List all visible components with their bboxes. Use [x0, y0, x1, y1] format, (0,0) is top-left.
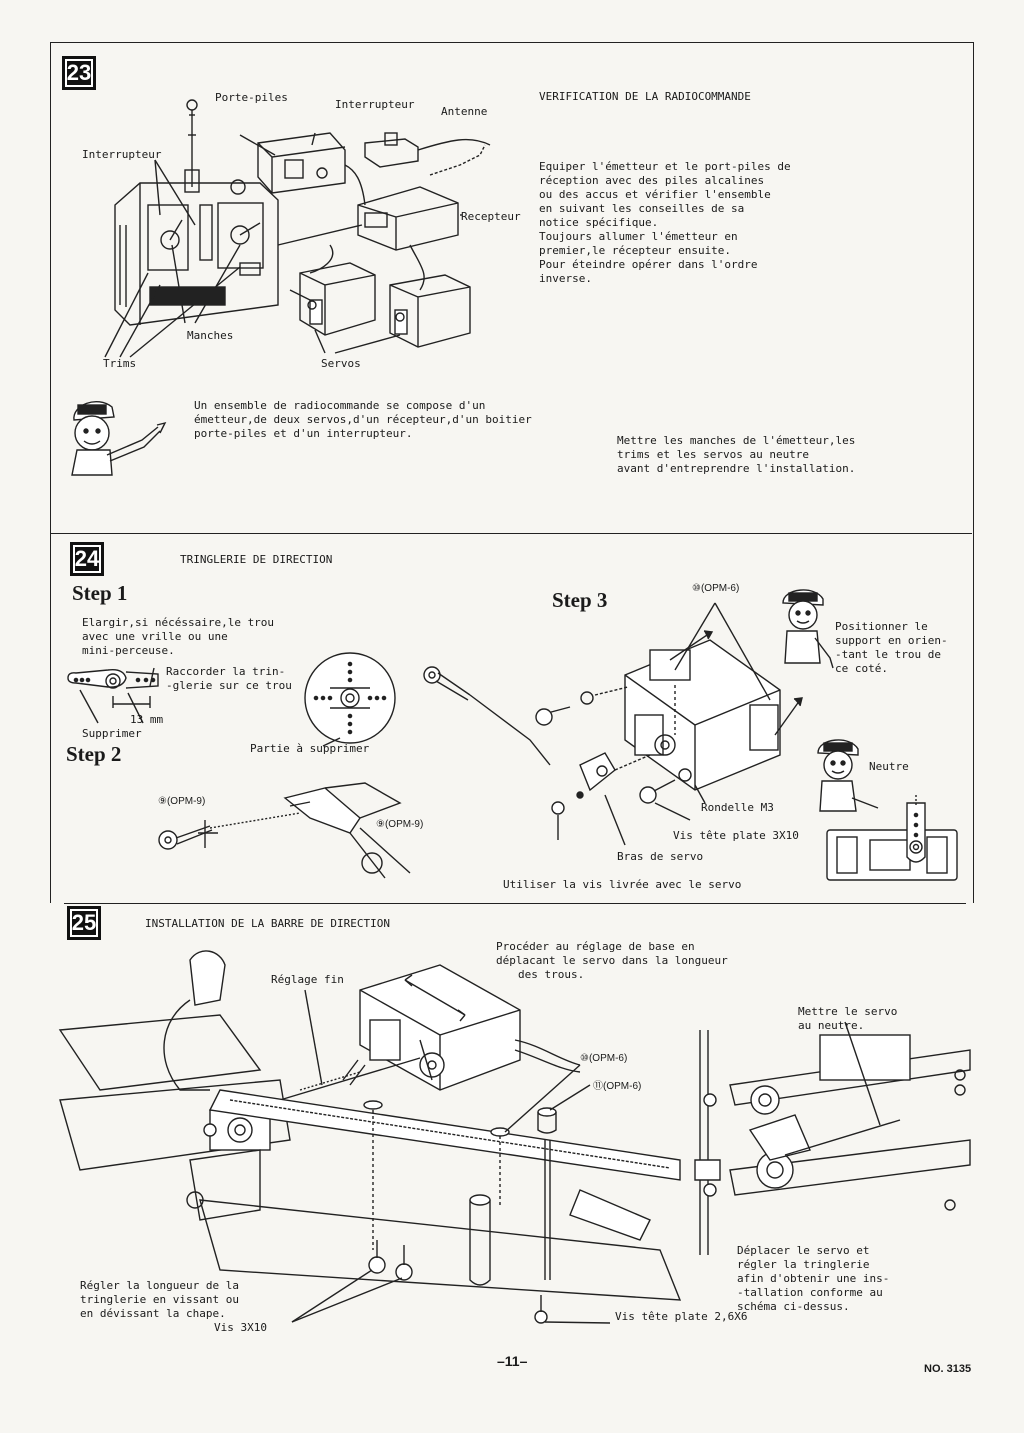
servo-neutral-diagram — [826, 795, 958, 881]
step1-line: Elargir,si nécéssaire,le trou — [82, 616, 275, 629]
label-vis-2-6x6: Vis tête plate 2,6X6 — [615, 1310, 748, 1323]
step1-heading: Step 1 — [72, 581, 128, 605]
raccorder-text: Raccorder la trin- -glerie sur ce trou — [166, 665, 292, 693]
label-interrupteur-top: Interrupteur — [335, 98, 415, 111]
step1-line: mini-perceuse. — [82, 644, 175, 657]
label-bras-servo: Bras de servo — [617, 850, 704, 863]
neutral-line: avant d'entreprendre l'installation. — [617, 462, 856, 475]
section-number-23: 23 — [62, 56, 96, 90]
step3-heading: Step 3 — [552, 588, 608, 612]
label-interrupteur-left: Interrupteur — [82, 148, 162, 161]
instructions-23: Equiper l'émetteur et le port-piles de r… — [539, 160, 813, 286]
part-label-101: ⑩(OPM-6) — [580, 1053, 628, 1064]
label-manches: Manches — [187, 329, 234, 342]
raccorder-line: -glerie sur ce trou — [166, 679, 292, 692]
page-number: –11– — [497, 1353, 528, 1369]
proceder-line: des trous. — [518, 968, 585, 981]
label-antenne: Antenne — [441, 105, 488, 118]
positionner-line: -tant le trou de — [835, 648, 941, 661]
note-line: Un ensemble de radiocommande se compose … — [194, 399, 486, 412]
label-porte-piles: Porte-piles — [215, 91, 288, 104]
note-23: Un ensemble de radiocommande se compose … — [194, 399, 575, 441]
label-reglage-fin: Réglage fin — [271, 973, 344, 986]
neutral-line: trims et les servos au neutre — [617, 448, 810, 461]
document-code: NO. 3135 — [924, 1363, 972, 1375]
instr-line: Pour éteindre opérer dans l'ordre — [539, 258, 758, 271]
part-100-code: (OPM-6) — [700, 583, 740, 594]
label-servos: Servos — [321, 357, 361, 370]
regler-line: en dévissant la chape. — [80, 1307, 226, 1320]
deplacer-line: afin d'obtenir une ins- — [737, 1272, 890, 1285]
positionner-line: ce coté. — [835, 662, 888, 675]
part-91-code: (OPM-9) — [166, 796, 206, 807]
instr-line: Equiper l'émetteur et le port-piles de — [539, 160, 791, 173]
step2-illustration — [158, 782, 411, 879]
positionner-line: Positionner le — [835, 620, 928, 633]
part-99-code: (OPM-9) — [384, 819, 424, 830]
instr-line: Toujours allumer l'émetteur en — [539, 230, 738, 243]
neutral-note-23: Mettre les manches de l'émetteur,les tri… — [617, 434, 878, 476]
label-partie-supprimer: Partie à supprimer — [250, 742, 370, 755]
divider-23-24 — [50, 533, 972, 534]
part-111-code: (OPM-6) — [603, 1081, 642, 1092]
step2-heading: Step 2 — [66, 742, 122, 766]
note-line: émetteur,de deux servos,d'un récepteur,d… — [194, 413, 532, 426]
label-vis-3x10: Vis 3X10 — [214, 1321, 267, 1334]
regler-line: tringlerie en vissant ou — [80, 1293, 239, 1306]
proceder-line: déplacant le servo dans la longueur — [496, 954, 728, 967]
section-title-23: VERIFICATION DE LA RADIOCOMMANDE — [539, 90, 751, 103]
label-supprimer: Supprimer — [82, 727, 142, 740]
radio-system-illustration — [104, 99, 491, 358]
deplacer-line: schéma ci-dessus. — [737, 1300, 850, 1313]
label-utiliser: Utiliser la vis livrée avec le servo — [503, 878, 742, 891]
instr-line: notice spécifique. — [539, 216, 659, 229]
instr-line: inverse. — [539, 272, 592, 285]
instr-line: ou des accus et vérifier l'ensemble — [539, 188, 771, 201]
label-trims: Trims — [103, 357, 137, 370]
servo-arm-step1-illustration — [67, 652, 396, 747]
section-number-24: 24 — [70, 542, 104, 576]
mascot-pointing-icon — [71, 401, 167, 476]
positionner-line: support en orien- — [835, 634, 948, 647]
raccorder-line: Raccorder la trin- — [166, 665, 286, 678]
mascot-neutre-icon — [817, 739, 879, 812]
steering-assembly-illustration — [58, 950, 682, 1324]
proceder-line: Procéder au réglage de base en — [496, 940, 695, 953]
section-title-25: INSTALLATION DE LA BARRE DE DIRECTION — [145, 917, 391, 930]
instr-line: en suivant les conseilles de sa — [539, 202, 745, 215]
deplacer-text: Déplacer le servo et régler la tringleri… — [737, 1244, 889, 1314]
label-neutre: Neutre — [869, 760, 909, 773]
part-label-100: ⑩(OPM-6) — [692, 583, 740, 594]
divider-24-25 — [64, 903, 966, 904]
regler-line: Régler la longueur de la — [80, 1279, 239, 1292]
vis-tete-text: Vis tête plate 3X10 — [673, 829, 799, 842]
label-recepteur: Recepteur — [461, 210, 521, 223]
part-label-111: ⑪(OPM-6) — [593, 1081, 642, 1092]
regler-text: Régler la longueur de la tringlerie en v… — [80, 1279, 239, 1321]
deplacer-line: Déplacer le servo et — [737, 1244, 870, 1257]
part-101-code: (OPM-6) — [588, 1053, 628, 1064]
instr-line: réception avec des piles alcalines — [539, 174, 765, 187]
part-label-91: ⑨(OPM-9) — [158, 796, 206, 807]
label-rondelle: Rondelle M3 — [701, 801, 774, 814]
part-label-99: ⑨(OPM-9) — [376, 819, 424, 830]
deplacer-line: -tallation conforme au — [737, 1286, 883, 1299]
note-line: porte-piles et d'un interrupteur. — [194, 427, 413, 440]
dimension-13mm: 13 mm — [130, 713, 164, 726]
mascot-step3-icon — [782, 589, 834, 669]
neutral-line: Mettre les manches de l'émetteur,les — [617, 434, 856, 447]
instr-line: premier,le récepteur ensuite. — [539, 244, 732, 257]
section-title-24: TRINGLERIE DE DIRECTION — [180, 553, 333, 566]
step1-line: avec une vrille ou une — [82, 630, 228, 643]
step1-text: Elargir,si nécéssaire,le trou avec une v… — [82, 616, 274, 658]
proceder-text: Procéder au réglage de base en déplacant… — [496, 940, 728, 982]
positionner-text: Positionner le support en orien- -tant l… — [835, 620, 968, 676]
step3-servo-illustration — [423, 602, 803, 846]
label-vis-tete-3x10: Vis tête plate 3X10 — [673, 829, 813, 843]
section-number-25: 25 — [67, 906, 101, 940]
page-frame — [50, 42, 974, 903]
deplacer-line: régler la tringlerie — [737, 1258, 870, 1271]
mettre-line: Mettre le servo — [798, 1005, 898, 1018]
steering-detail-illustration — [694, 1021, 971, 1255]
